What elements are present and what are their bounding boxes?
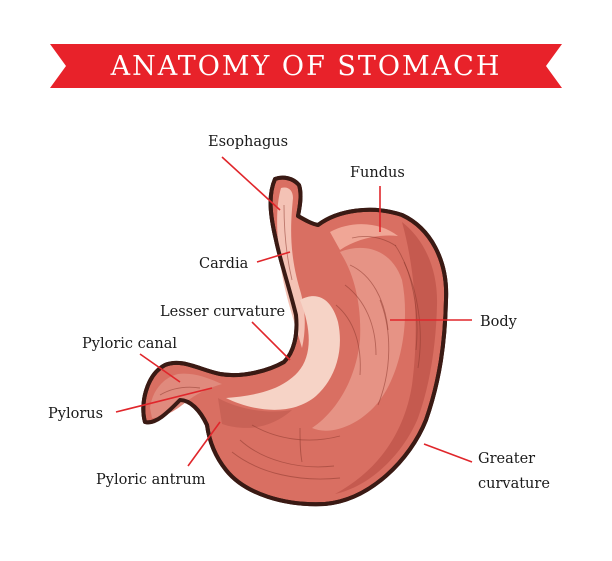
stomach-outline [141,175,449,507]
lesser-curvature-band [226,296,340,410]
leader-lines [115,156,473,467]
leader-lesser-curvature [251,321,291,361]
antrum-fold [218,398,292,428]
inner-midtone [312,247,406,431]
fundus-highlight [330,224,398,250]
pyloric-canal-shape [150,373,222,418]
labels: Esophagus Fundus Cardia Lesser curvature… [48,134,550,492]
leader-cardia [256,251,291,263]
label-esophagus: Esophagus [208,134,288,150]
label-greater-curvature-line2: curvature [478,476,550,492]
esophagus-highlight [277,187,305,348]
leader-greater-curvature [423,443,473,463]
label-pyloric-canal: Pyloric canal [82,336,177,352]
leader-pyloric-canal [139,353,181,383]
stomach-illustration [141,175,449,507]
page-title: ANATOMY OF STOMACH [110,51,502,82]
label-pyloric-antrum: Pyloric antrum [96,472,206,488]
label-greater-curvature-line1: Greater [478,451,535,467]
banner-ribbon [50,44,562,88]
label-body: Body [480,314,518,330]
hatch-lines [159,204,421,480]
label-pylorus: Pylorus [48,406,103,422]
leader-pyloric-antrum [187,421,221,467]
body-shading [335,222,438,494]
leader-esophagus [221,156,281,211]
label-cardia: Cardia [199,256,249,272]
label-fundus: Fundus [350,165,405,181]
label-lesser-curvature: Lesser curvature [160,304,285,320]
title-banner: ANATOMY OF STOMACH [50,44,562,88]
leader-pylorus [115,387,213,413]
